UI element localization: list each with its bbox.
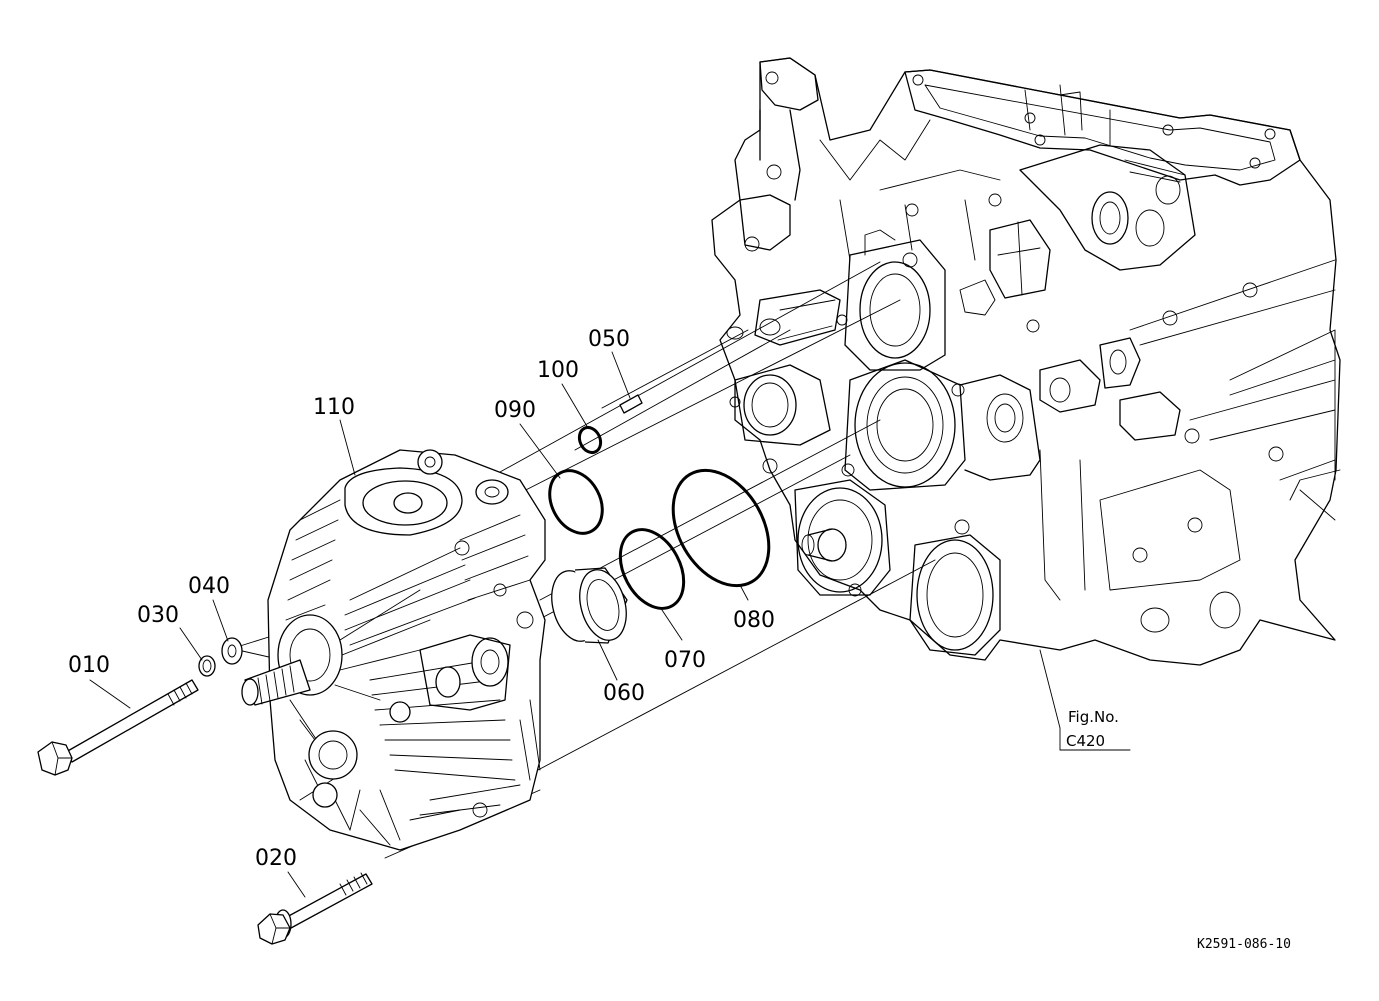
part-080-o-ring [671, 468, 771, 588]
label-050[interactable]: 050 [588, 327, 630, 352]
part-090-o-ring [548, 469, 604, 535]
part-020-bolt [257, 872, 373, 945]
part-030-spring-washer [198, 655, 216, 677]
label-010[interactable]: 010 [68, 653, 110, 678]
label-110[interactable]: 110 [313, 395, 355, 420]
part-060-oil-seal [551, 567, 628, 644]
part-110-gear-case-cover [241, 449, 546, 851]
part-040-washer [221, 637, 243, 665]
label-040[interactable]: 040 [188, 574, 230, 599]
label-060[interactable]: 060 [603, 681, 645, 706]
drawing-code: K2591-086-10 [1197, 937, 1291, 952]
figure-ref-number[interactable]: C420 [1066, 732, 1105, 750]
label-090[interactable]: 090 [494, 398, 536, 423]
label-020[interactable]: 020 [255, 846, 297, 871]
label-100[interactable]: 100 [537, 358, 579, 383]
part-labels: 010 020 030 040 050 100 090 110 060 070 … [68, 327, 775, 871]
part-100-o-ring [577, 425, 603, 455]
figure-ref-label: Fig.No. [1068, 708, 1119, 726]
label-080[interactable]: 080 [733, 608, 775, 633]
part-070-o-ring [618, 528, 686, 610]
figure-reference: Fig.No. C420 [1066, 708, 1119, 750]
leader-lines [89, 351, 1131, 898]
label-070[interactable]: 070 [664, 648, 706, 673]
part-010-bolt [37, 679, 199, 776]
label-030[interactable]: 030 [137, 603, 179, 628]
part-050-pin [619, 394, 643, 414]
transmission-case [711, 57, 1341, 666]
